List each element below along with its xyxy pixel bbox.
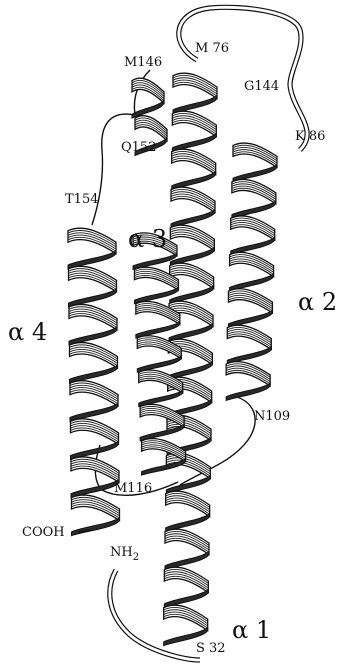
label-s32: S 32 [196,641,226,656]
loop-q152-t154 [92,114,135,225]
helix-ribbon-backside [142,459,186,475]
helix-alpha-4 [68,228,120,536]
helix-ribbon-backside [72,518,120,536]
label-m146: M146 [124,55,162,70]
label-helix-a3: α 3 [128,225,167,253]
label-helix-a2: α 2 [298,288,337,316]
helix-ribbon-backside [136,322,180,338]
label-helix-a1: α 1 [232,616,271,644]
label-t154: T154 [65,192,98,207]
helix-alpha-3 [132,78,186,475]
helix-alpha-2 [226,143,277,400]
helix-ribbon-backside [132,101,164,119]
label-n109: N109 [254,409,290,424]
label-m76: M 76 [195,41,229,56]
helix-ribbon-backside [226,383,270,400]
label-helix-a4: α 4 [8,318,47,346]
helix-ribbon-backside [139,390,183,406]
label-nh2: NH2 [110,545,139,563]
helix-ribbon-backside [140,425,184,441]
helix-ribbon-backside [137,356,181,372]
label-m116: M116 [114,481,152,496]
label-cooh: COOH [22,525,65,540]
label-g144: G144 [244,79,279,94]
label-q152: Q152 [121,140,156,155]
label-k86: K 86 [295,129,325,144]
